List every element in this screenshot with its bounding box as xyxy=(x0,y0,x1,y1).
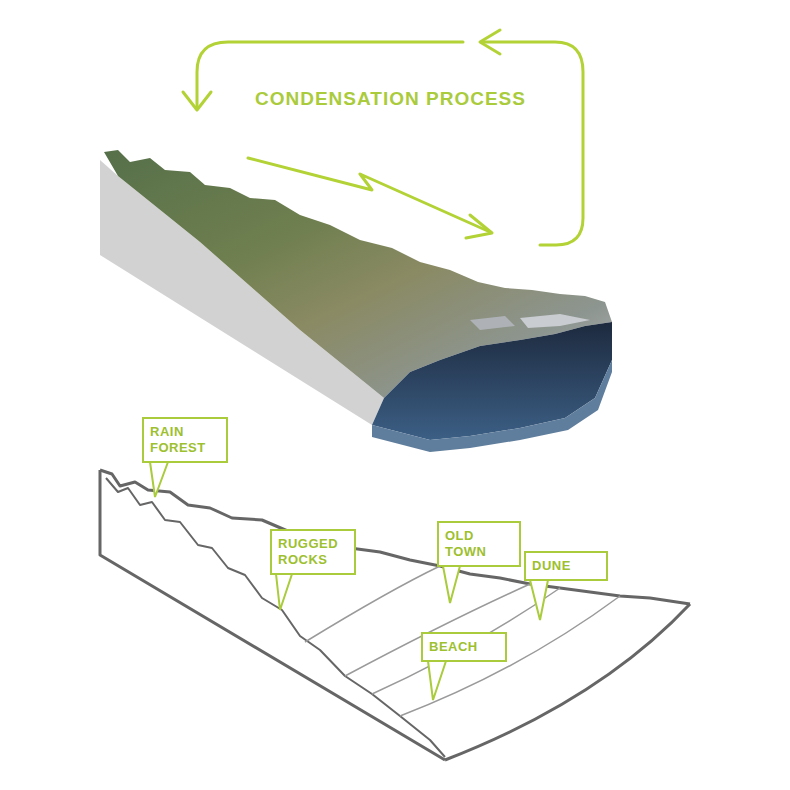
terrain-block xyxy=(100,150,612,452)
section-outline xyxy=(100,470,690,760)
callout-box: RUGGED ROCKS xyxy=(270,529,356,575)
callout-box: OLD TOWN xyxy=(437,521,521,567)
callout-box: RAIN FOREST xyxy=(142,417,228,463)
callout-box: BEACH xyxy=(421,632,507,662)
callout-tails xyxy=(150,462,548,700)
callout-label: RUGGED ROCKS xyxy=(278,536,348,568)
callout-label: RAIN FOREST xyxy=(150,424,220,456)
callout-label: DUNE xyxy=(532,558,600,574)
callout-box: DUNE xyxy=(524,551,608,581)
zone-lines xyxy=(305,566,620,716)
diagram-title: CONDENSATION PROCESS xyxy=(255,88,526,110)
callout-label: OLD TOWN xyxy=(445,528,513,560)
callout-label: BEACH xyxy=(429,639,499,655)
